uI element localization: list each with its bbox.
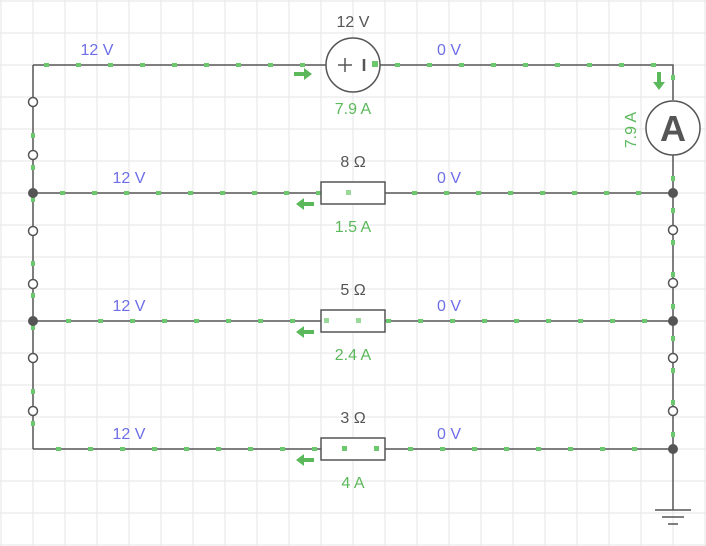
- terminal[interactable]: [667, 405, 679, 417]
- voltage-source[interactable]: [325, 37, 381, 93]
- terminal[interactable]: [667, 277, 679, 289]
- branch-2-right-voltage-label: 0 V: [437, 298, 461, 315]
- branch-1-right-voltage-label: 0 V: [437, 170, 461, 187]
- junction-right-1[interactable]: [668, 188, 678, 198]
- branch-1-current-arrow-icon: [296, 198, 314, 210]
- branch-3-right-voltage-label: 0 V: [437, 426, 461, 443]
- source-voltage-label: 12 V: [337, 14, 370, 31]
- terminal[interactable]: [27, 352, 39, 364]
- branch-1-left-voltage-label: 12 V: [113, 170, 146, 187]
- ammeter-current-arrow-icon: [653, 72, 665, 90]
- resistor-1-label: 8 Ω: [340, 154, 365, 171]
- resistor-3-current-label: 4 A: [341, 475, 364, 492]
- resistor-2-label: 5 Ω: [340, 282, 365, 299]
- ammeter-current-label: 7.9 A: [623, 111, 640, 148]
- ammeter-symbol: A: [660, 108, 686, 149]
- resistor-3[interactable]: [320, 437, 386, 461]
- junction-right-2[interactable]: [668, 316, 678, 326]
- terminal[interactable]: [667, 224, 679, 236]
- ammeter[interactable]: A: [645, 100, 701, 156]
- ground-symbol[interactable]: [655, 509, 691, 525]
- top-right-voltage-label: 0 V: [437, 42, 461, 59]
- branch-2-left-voltage-label: 12 V: [113, 298, 146, 315]
- junction-right-3[interactable]: [668, 444, 678, 454]
- terminal[interactable]: [27, 96, 39, 108]
- current-flow-indicators: [31, 63, 675, 451]
- branch-3-current-arrow-icon: [296, 454, 314, 466]
- terminal[interactable]: [27, 149, 39, 161]
- terminal[interactable]: [27, 405, 39, 417]
- resistor-2-current-label: 2.4 A: [335, 347, 372, 364]
- top-left-voltage-label: 12 V: [81, 42, 114, 59]
- wire-terminals: [27, 96, 679, 417]
- branch-2-current-arrow-icon: [296, 326, 314, 338]
- top-wire-right[interactable]: [380, 64, 674, 100]
- resistor-1-current-label: 1.5 A: [335, 219, 372, 236]
- terminal[interactable]: [27, 225, 39, 237]
- flow-top-right: [395, 63, 675, 95]
- branch-3-left-voltage-label: 12 V: [113, 426, 146, 443]
- junction-left-2[interactable]: [28, 316, 38, 326]
- terminal[interactable]: [27, 278, 39, 290]
- terminal[interactable]: [667, 352, 679, 364]
- resistor-2[interactable]: [320, 309, 386, 333]
- source-current-label: 7.9 A: [335, 101, 372, 118]
- junction-left-1[interactable]: [28, 188, 38, 198]
- resistor-1[interactable]: [320, 181, 386, 205]
- source-current-arrow-icon: [294, 68, 312, 80]
- resistor-3-label: 3 Ω: [340, 410, 365, 427]
- junction-nodes: [28, 188, 678, 454]
